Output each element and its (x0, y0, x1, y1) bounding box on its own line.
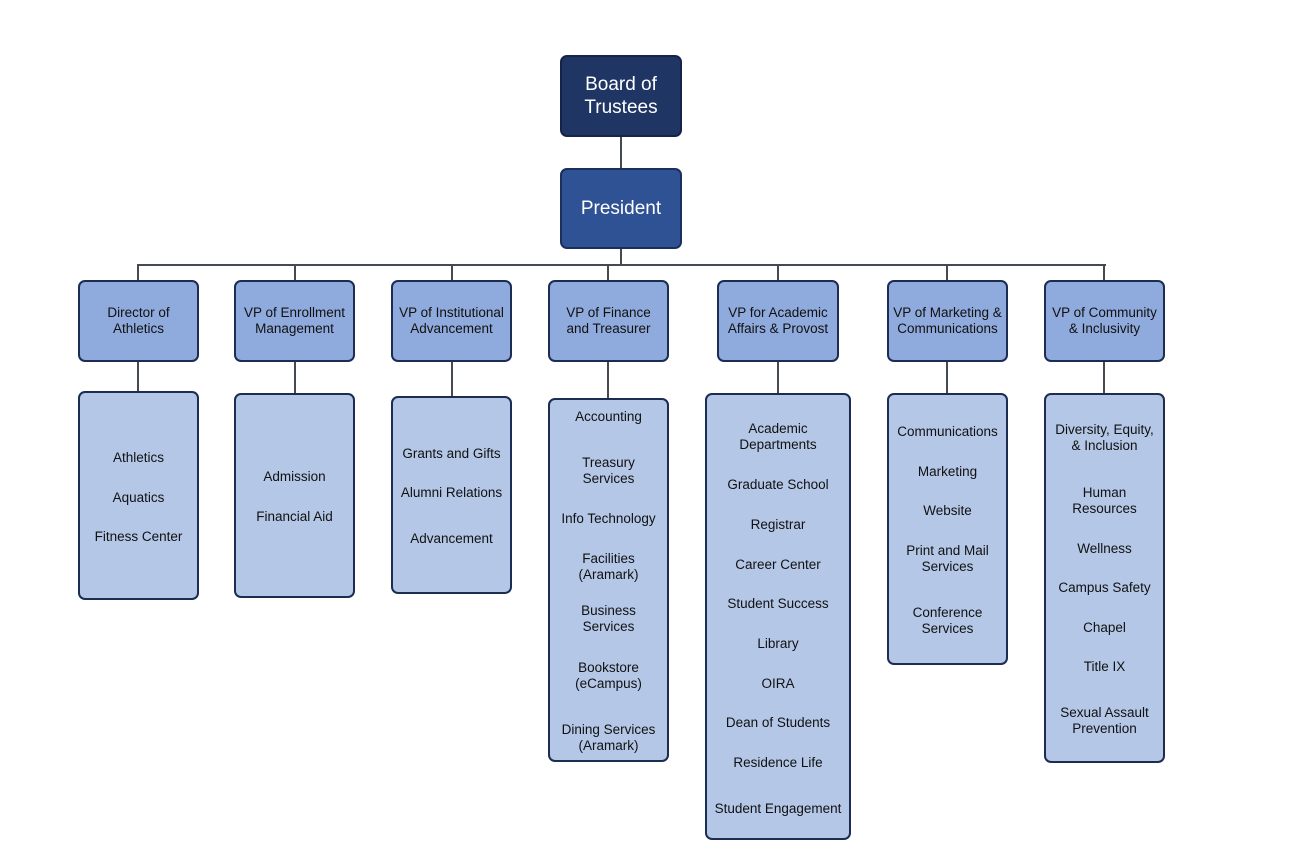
connector-bus-vp (607, 265, 609, 281)
unit-item: Print and Mail Services (906, 543, 989, 574)
unit-item: Communications (897, 424, 998, 439)
unit-item: Student Engagement (714, 801, 842, 816)
vp-node: VP of Finance and Treasurer (548, 280, 669, 362)
connector-bus-vp (777, 265, 779, 281)
president-label: President (580, 198, 662, 219)
vp-node: VP of Marketing & Communications (887, 280, 1008, 362)
unit-item: Admission (263, 469, 326, 484)
unit-item: Human Resources (1072, 485, 1137, 516)
unit-item: Wellness (1077, 541, 1132, 556)
unit-item: Treasury Services (582, 455, 635, 486)
connector-vp-units (607, 361, 609, 399)
connector-vp-units (294, 361, 296, 394)
vp-node: VP of Enrollment Management (234, 280, 355, 362)
vp-title: VP for Academic Affairs & Provost (727, 305, 829, 336)
vp-node: VP for Academic Affairs & Provost (717, 280, 839, 362)
vp-title: VP of Community & Inclusivity (1052, 305, 1157, 336)
connector-vp-units (451, 361, 453, 397)
vp-node: VP of Community & Inclusivity (1044, 280, 1165, 362)
board-of-trustees-label: Board of Trustees (584, 74, 658, 118)
vp-title: VP of Marketing & Communications (893, 305, 1002, 336)
unit-item: Student Success (727, 596, 829, 611)
vp-title: Director of Athletics (107, 305, 170, 336)
vp-title: VP of Finance and Treasurer (566, 305, 651, 336)
unit-item: Advancement (410, 531, 493, 546)
connector-bus-vp (294, 265, 296, 281)
vp-title: VP of Institutional Advancement (399, 305, 504, 336)
unit-item: Website (923, 503, 972, 518)
connector-vp-units (777, 361, 779, 394)
unit-item: Graduate School (727, 477, 829, 492)
unit-item: Aquatics (112, 490, 165, 505)
unit-item: Info Technology (561, 511, 656, 526)
unit-item: Marketing (917, 464, 978, 479)
unit-item: Facilities (Aramark) (578, 551, 639, 582)
vp-node: VP of Institutional Advancement (391, 280, 512, 362)
unit-item: Diversity, Equity, & Inclusion (1055, 422, 1154, 453)
unit-item: Bookstore (eCampus) (575, 660, 642, 691)
unit-item: Library (757, 636, 799, 651)
unit-item: Fitness Center (94, 529, 183, 544)
unit-item: Dean of Students (725, 715, 831, 730)
unit-item: OIRA (761, 676, 795, 691)
unit-item: Academic Departments (739, 421, 817, 452)
unit-item: Conference Services (912, 605, 983, 636)
board-of-trustees-node: Board of Trustees (560, 55, 682, 137)
connector-bus-vp (451, 265, 453, 281)
unit-item: Campus Safety (1058, 580, 1151, 595)
unit-item: Career Center (735, 557, 821, 572)
connector-president-bus (620, 248, 622, 265)
unit-item: Athletics (112, 450, 165, 465)
vp-node: Director of Athletics (78, 280, 199, 362)
unit-item: Title IX (1083, 659, 1126, 674)
unit-item: Chapel (1083, 620, 1126, 635)
connector-vp-units (946, 361, 948, 394)
unit-item: Business Services (581, 603, 636, 634)
connector-bus-vp (137, 265, 139, 281)
connector-board-president (620, 136, 622, 169)
connector-horizontal-bus (137, 264, 1106, 266)
unit-item: Financial Aid (256, 509, 333, 524)
connector-bus-vp (946, 265, 948, 281)
connector-vp-units (137, 361, 139, 392)
unit-item: Grants and Gifts (402, 446, 501, 461)
president-node: President (560, 168, 682, 249)
unit-item: Sexual Assault Prevention (1060, 705, 1149, 736)
unit-item: Alumni Relations (400, 485, 503, 500)
unit-item: Registrar (750, 517, 806, 532)
vp-title: VP of Enrollment Management (243, 305, 346, 336)
connector-bus-vp (1103, 265, 1105, 281)
unit-item: Accounting (575, 409, 642, 424)
unit-item: Residence Life (733, 755, 823, 770)
unit-item: Dining Services (Aramark) (561, 722, 656, 753)
connector-vp-units (1103, 361, 1105, 394)
